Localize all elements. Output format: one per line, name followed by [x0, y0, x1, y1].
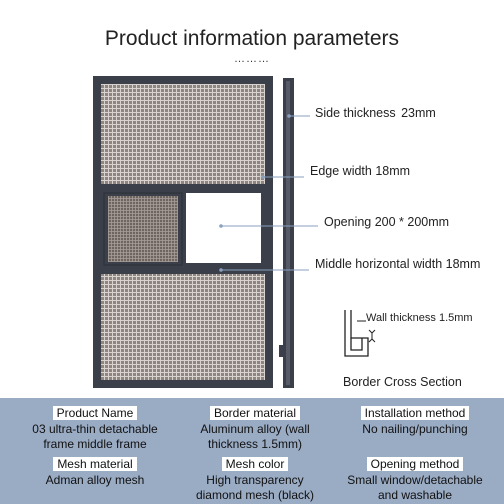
param-label: Installation method [360, 406, 470, 420]
param-mesh-material: Mesh material Adman alloy mesh [45, 457, 145, 487]
middle-horizontal-label: Middle horizontal width 18mm [315, 257, 481, 271]
wall-thickness-label: Wall thickness 1.5mm [366, 312, 473, 324]
bottom-mesh [101, 274, 265, 380]
parameters-panel: Product Name 03 ultra-thin detachable fr… [0, 398, 504, 504]
top-mesh [101, 84, 265, 184]
param-mesh-color: Mesh color High transparency diamond mes… [195, 457, 315, 502]
param-label: Border material [209, 406, 301, 420]
page-title: Product information parameters [104, 27, 400, 50]
side-thickness-label: Side thickness 23mm [315, 106, 436, 120]
param-label: Mesh color [221, 457, 289, 471]
param-label: Opening method [366, 457, 464, 471]
param-border-material: Border material Aluminum alloy (wall thi… [200, 406, 310, 451]
param-installation-method: Installation method No nailing/punching [360, 406, 470, 436]
cross-section-drawing [344, 310, 376, 357]
small-mesh [108, 196, 178, 262]
opening-label: Opening 200 * 200mm [324, 215, 450, 229]
param-product-name: Product Name 03 ultra-thin detachable fr… [32, 406, 158, 451]
opening [186, 193, 261, 263]
edge-width-label: Edge width 18mm [310, 164, 411, 178]
param-label: Product Name [52, 406, 138, 420]
param-opening-method: Opening method Small window/detachable a… [347, 457, 483, 502]
param-label: Mesh material [53, 457, 137, 471]
title-dots: ……… [234, 53, 270, 65]
border-cross-section-label: Border Cross Section [343, 375, 462, 389]
